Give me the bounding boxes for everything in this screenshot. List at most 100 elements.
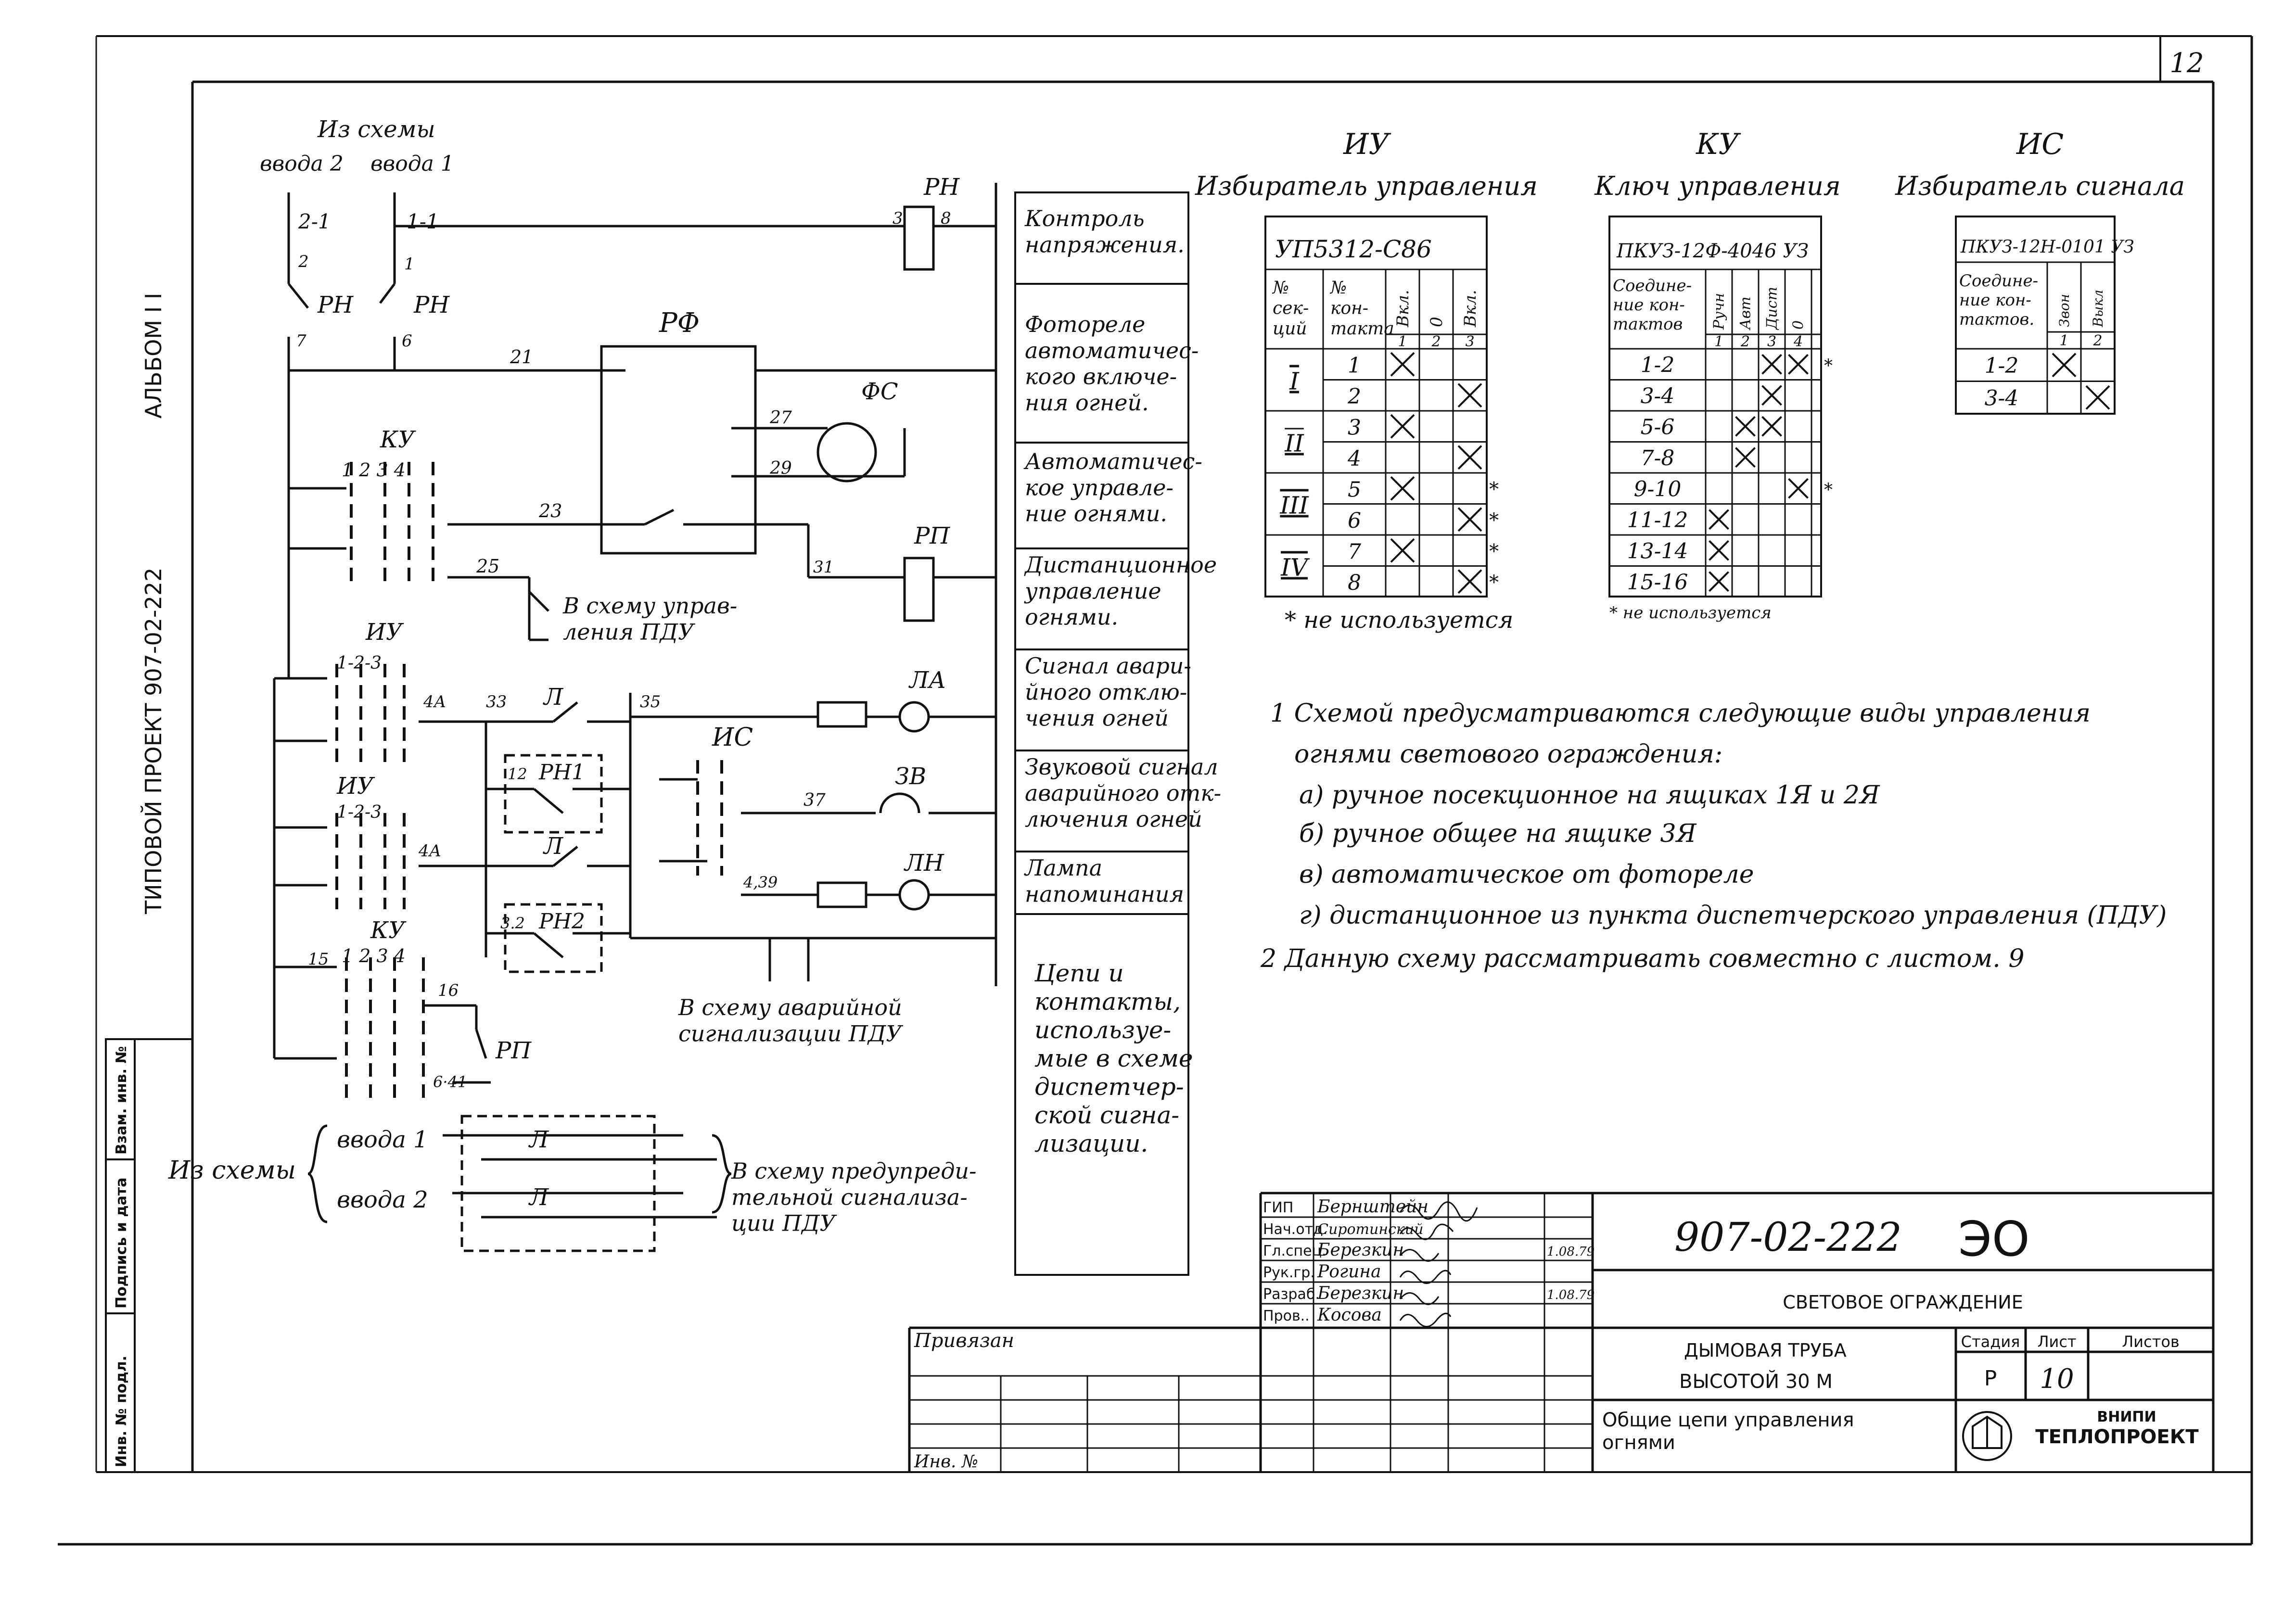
iu-contact-2: 3 [1348, 415, 1361, 440]
iu-position-2: Вкл. [1461, 290, 1480, 328]
label-w21: 21 [510, 346, 533, 368]
left-stamp [105, 1038, 193, 1473]
note-2: 2 Данную схему рассматривать совместно с… [1260, 944, 2024, 973]
label-n16: 16 [438, 981, 459, 1000]
label-l-4: Л [528, 1184, 549, 1211]
ku-position-3: 0 [1790, 320, 1807, 330]
album-label: АЛЬБОМ I I [140, 293, 166, 419]
label-l-1: Л [543, 684, 564, 711]
label-to-pdu-control: В схему управ-ления ПДУ [562, 593, 737, 645]
label-zv: ЗВ [895, 763, 926, 790]
tb-name-razrab: Березкин [1317, 1284, 1404, 1303]
tb-role-gip: ГИП [1263, 1199, 1293, 1216]
label-is: ИС [712, 723, 753, 752]
label-wire-2-1: 2-1 [298, 210, 331, 233]
signatures [1399, 1201, 1478, 1327]
tb-org-1: ВНИПИ [2097, 1409, 2156, 1425]
table-ku-abbr: КУ [1696, 127, 1741, 161]
tb-role-rukgr: Рук.гр. [1263, 1264, 1315, 1281]
ku-mark-7-0 [1709, 571, 1729, 592]
ku-position-0: Ручн [1711, 293, 1728, 330]
tb-name-rukgr: Рогина [1317, 1262, 1381, 1282]
stamp-sign-label: Подпись и дата [113, 1178, 130, 1309]
label-to-warning: В схему предупреди-тельной сигнализа-ции… [731, 1158, 977, 1236]
title-block: ГИП Нач.отд. Гл.спец. Рук.гр. Разраб. Пр… [908, 1192, 2213, 1472]
iu-pos-number-1: 2 [1431, 333, 1441, 350]
note-v: в) автоматическое от фотореле [1299, 860, 1754, 889]
table-ku: КУ Ключ управления ПКУЗ-12Ф-4046 УЗ Соед… [1594, 127, 1840, 623]
ku-mark-5-0 [1709, 509, 1729, 530]
iu-mark-4-0 [1390, 476, 1415, 501]
tb-object-title: СВЕТОВОЕ ОГРАЖДЕНИЕ [1783, 1292, 2023, 1313]
tb-role-glspec: Гл.спец. [1263, 1243, 1327, 1259]
label-ku-contacts-top: 1 2 3 4 [342, 459, 406, 481]
iu-contact-1: 2 [1347, 384, 1361, 409]
ku-row-2: 5-6 [1641, 415, 1675, 439]
label-n1: 1 [404, 254, 415, 274]
ku-pos-number-0: 1 [1714, 333, 1723, 350]
ku-row-7: 15-16 [1627, 570, 1688, 595]
tb-name-gip: Бернштейн [1317, 1197, 1429, 1217]
label-ku-contacts-bottom: 1 2 3 4 [342, 945, 406, 966]
is-position-0: Звон [2056, 294, 2072, 327]
sheet-frame [58, 35, 2253, 1546]
tb-subject-1: ДЫМОВАЯ ТРУБА [1684, 1340, 1847, 1361]
label-rn2: РН2 [538, 909, 585, 934]
ku-position-2: Дист [1764, 287, 1781, 331]
label-rn-b: РН [413, 292, 450, 318]
iu-mark-7-2 [1457, 569, 1482, 594]
ku-pos-number-2: 3 [1767, 333, 1776, 350]
label-rf: РФ [659, 307, 700, 339]
iu-position-1: 0 [1427, 317, 1446, 327]
label-4a-2: 4А [418, 841, 441, 861]
table-ku-note: * не используется [1609, 603, 1772, 623]
label-rp-2: РП [495, 1037, 532, 1064]
iu-contact-7: 8 [1348, 571, 1361, 595]
tb-stage-value: Р [1984, 1366, 1997, 1391]
ku-row-3: 7-8 [1641, 446, 1675, 470]
stamp-inv-label: Инв. № подл. [113, 1356, 130, 1467]
tb-sheet-value: 10 [2040, 1363, 2074, 1395]
tb-inv: Инв. № [914, 1452, 978, 1472]
label-fs: ФС [861, 378, 898, 405]
is-position-1: Выкл [2090, 290, 2106, 328]
notes: 1 Схемой предусматриваются следующие вид… [1260, 699, 2167, 973]
page-number: 12 [2169, 48, 2204, 79]
label-w27: 27 [769, 408, 792, 428]
legend-emergency-signal: Сигнал авари-йного отклю-чения огней [1025, 653, 1191, 731]
label-n12: 12 [508, 765, 527, 783]
iu-mark-3-2 [1457, 445, 1482, 470]
iu-contact-6: 7 [1348, 539, 1361, 564]
ku-mark-3-1 [1735, 447, 1756, 468]
label-rn-3: 3 [893, 209, 903, 228]
note-b: б) ручное общее на ящике 3Я [1299, 819, 1697, 848]
ku-star-4: * [1824, 480, 1833, 500]
table-iu-title: Избиратель управления [1195, 171, 1538, 201]
label-la: ЛА [908, 667, 946, 694]
switch-contacts [335, 462, 723, 1102]
label-rp: РП [914, 522, 950, 549]
label-input1: ввода 1 [370, 152, 454, 176]
ku-row-5: 11-12 [1627, 508, 1688, 533]
iu-section-1: II [1284, 430, 1304, 458]
tb-doc-code: ЭО [1958, 1211, 2030, 1267]
ku-row-1: 3-4 [1641, 384, 1675, 408]
label-w25: 25 [476, 556, 499, 577]
iu-position-0: Вкл. [1393, 290, 1413, 328]
tb-org-2: ТЕПЛОПРОЕКТ [2035, 1426, 2199, 1448]
ku-row-4: 9-10 [1634, 477, 1682, 501]
ku-mark-6-0 [1709, 540, 1729, 561]
table-ku-title: Ключ управления [1594, 171, 1840, 201]
braces [307, 1124, 732, 1223]
label-rn-a: РН [317, 292, 354, 318]
label-iu-2-contacts: 1-2-3 [337, 802, 382, 822]
note-1: 1 Схемой предусматриваются следующие вид… [1270, 699, 2091, 728]
is-row-1: 3-4 [1985, 386, 2019, 410]
label-iu-1-contacts: 1-2-3 [337, 653, 382, 673]
